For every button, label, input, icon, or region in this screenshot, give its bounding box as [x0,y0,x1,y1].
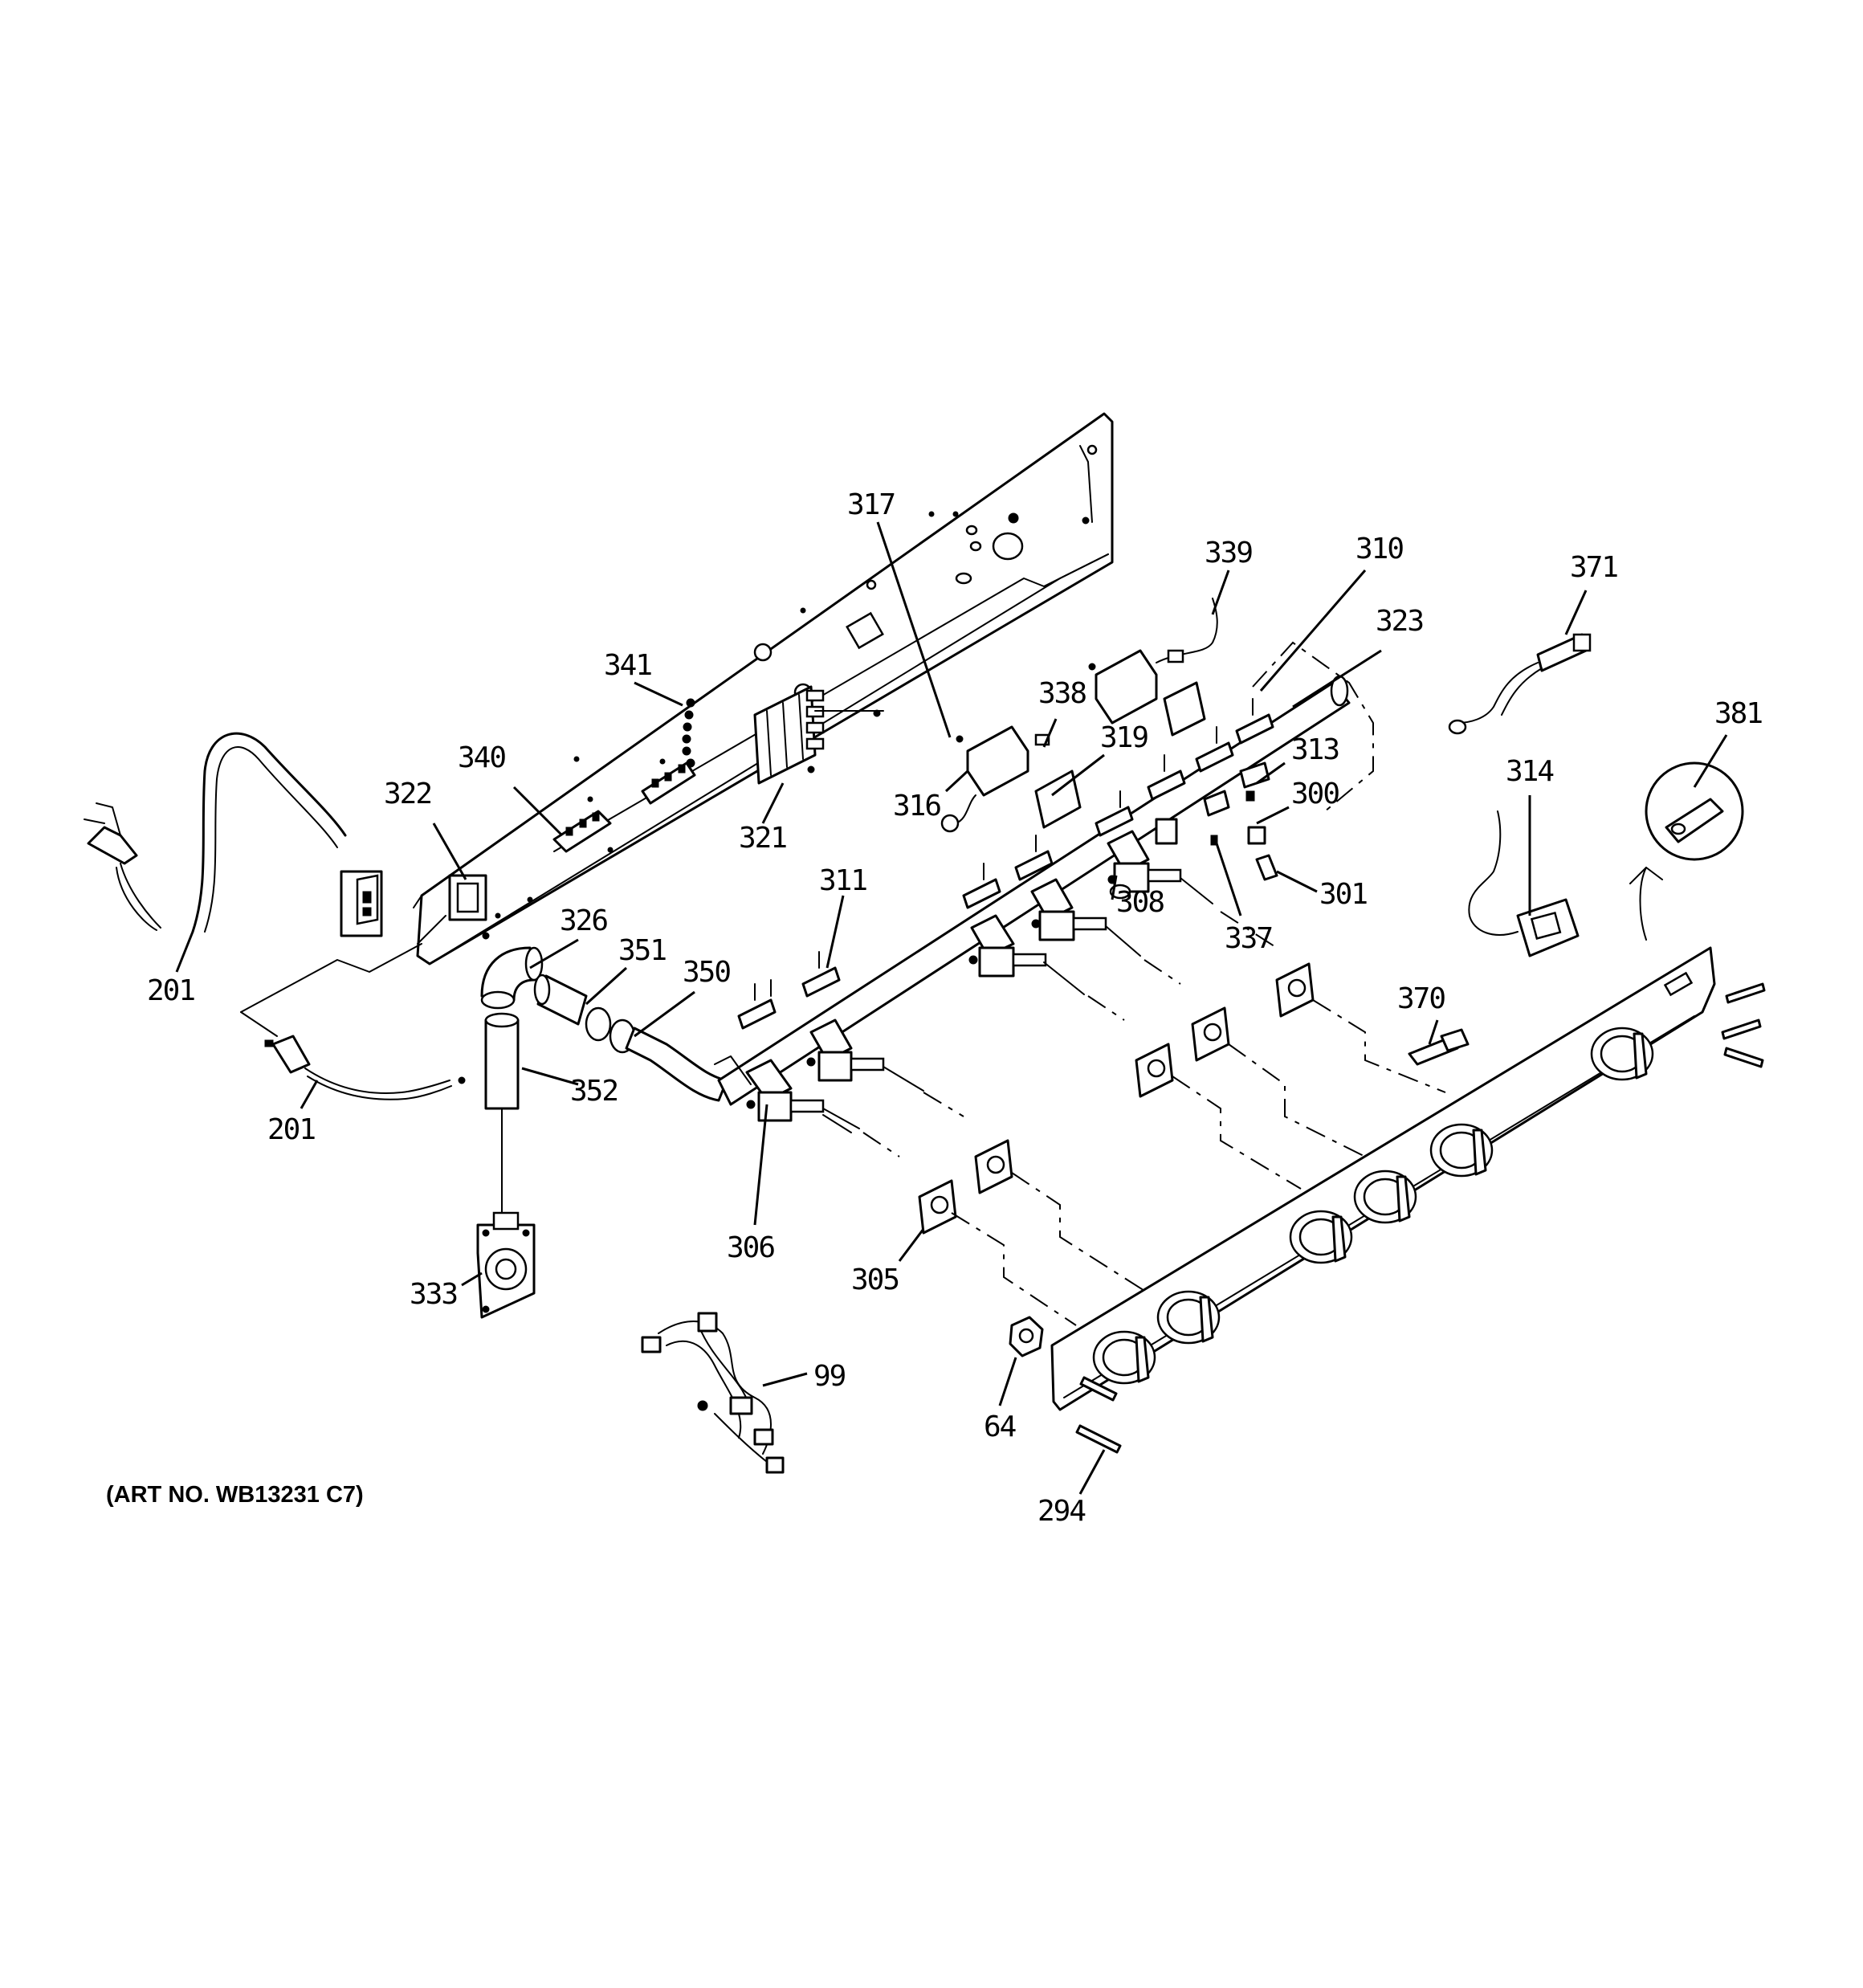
knob[interactable] [1429,1123,1494,1178]
burner-valve [1107,830,1213,904]
bracket-319 [1034,769,1082,829]
flex-pipe-350 [625,1027,728,1102]
bracket-313 [1163,681,1206,737]
knob[interactable] [1289,1210,1353,1264]
callout-350: 350 [683,956,730,989]
callout-labels: 317 339 310 323 371 381 341 338 319 313 … [147,488,1763,1528]
callout-308: 308 [1116,886,1164,919]
coupling-351 [533,974,636,1054]
elbow-fitting-326 [480,946,544,1010]
callout-301: 301 [1319,878,1367,911]
leader-lines [175,521,1728,1495]
callout-339: 339 [1205,537,1252,569]
switch-314 [1468,810,1580,957]
callout-319: 319 [1100,721,1148,754]
pressure-regulator-333 [476,1211,536,1319]
alignment-lines [862,641,1446,1326]
burner-valve [968,914,1085,995]
callout-341: 341 [604,649,651,682]
callout-311: 311 [819,864,866,897]
callout-352: 352 [570,1075,618,1108]
burner-valve [806,1018,924,1092]
callout-316: 316 [893,790,940,823]
callout-313: 313 [1291,733,1339,766]
orifice-fittings [1155,761,1278,881]
callout-381: 381 [1714,697,1762,730]
callout-201-lower: 201 [267,1113,315,1146]
burner-valve [1030,878,1141,957]
spark-module-321 [753,685,884,785]
igniter-switch-305 [918,962,1315,1235]
power-cord-lower-201 [240,943,466,1100]
burner-valve [745,1059,860,1133]
burner-knobs [1092,1027,1654,1385]
terminal-posts-341 [682,698,695,768]
knob[interactable] [1156,1290,1221,1345]
badge-detail-381 [1629,761,1744,941]
callout-340: 340 [458,741,505,774]
callout-351: 351 [618,934,666,967]
art-number: (ART NO. WB13231 C7) [106,1482,364,1508]
callout-326: 326 [560,904,607,937]
callout-294: 294 [1037,1495,1085,1528]
knob[interactable] [1092,1330,1156,1385]
callout-310: 310 [1355,533,1403,565]
nut-64 [1009,1316,1044,1357]
transformer-322 [417,874,487,945]
callout-322: 322 [384,778,431,810]
terminal-block-pair [641,761,696,805]
wire-lead-371 [1448,633,1592,735]
knob[interactable] [1353,1170,1417,1224]
valve-bracket-311 [737,698,1274,1030]
pipe-nipple-352 [484,1012,520,1214]
callout-337: 337 [1225,922,1272,955]
power-cord-upper-201 [84,732,383,937]
callout-370: 370 [1397,982,1445,1015]
callout-99: 99 [813,1360,846,1393]
spark-ignitor-339 [1088,598,1218,725]
callout-323: 323 [1376,605,1423,638]
callout-314: 314 [1506,755,1553,788]
callout-338: 338 [1038,677,1086,710]
callout-371: 371 [1570,551,1617,584]
callout-201-upper: 201 [147,974,194,1007]
callout-305: 305 [851,1263,899,1296]
terminal-block-340 [552,810,612,853]
part-370 [1408,1028,1470,1066]
callout-300: 300 [1291,778,1339,810]
wire-harness-99 [641,1312,785,1474]
callout-64: 64 [984,1410,1016,1443]
spark-ignitor-338 [940,725,1050,833]
callout-306: 306 [727,1231,774,1264]
screws-294 [1075,982,1766,1454]
callout-321: 321 [739,822,786,855]
callout-333: 333 [410,1278,457,1311]
callout-317: 317 [847,488,895,521]
knob[interactable] [1590,1027,1654,1081]
rear-panel-bracket [413,412,1114,965]
